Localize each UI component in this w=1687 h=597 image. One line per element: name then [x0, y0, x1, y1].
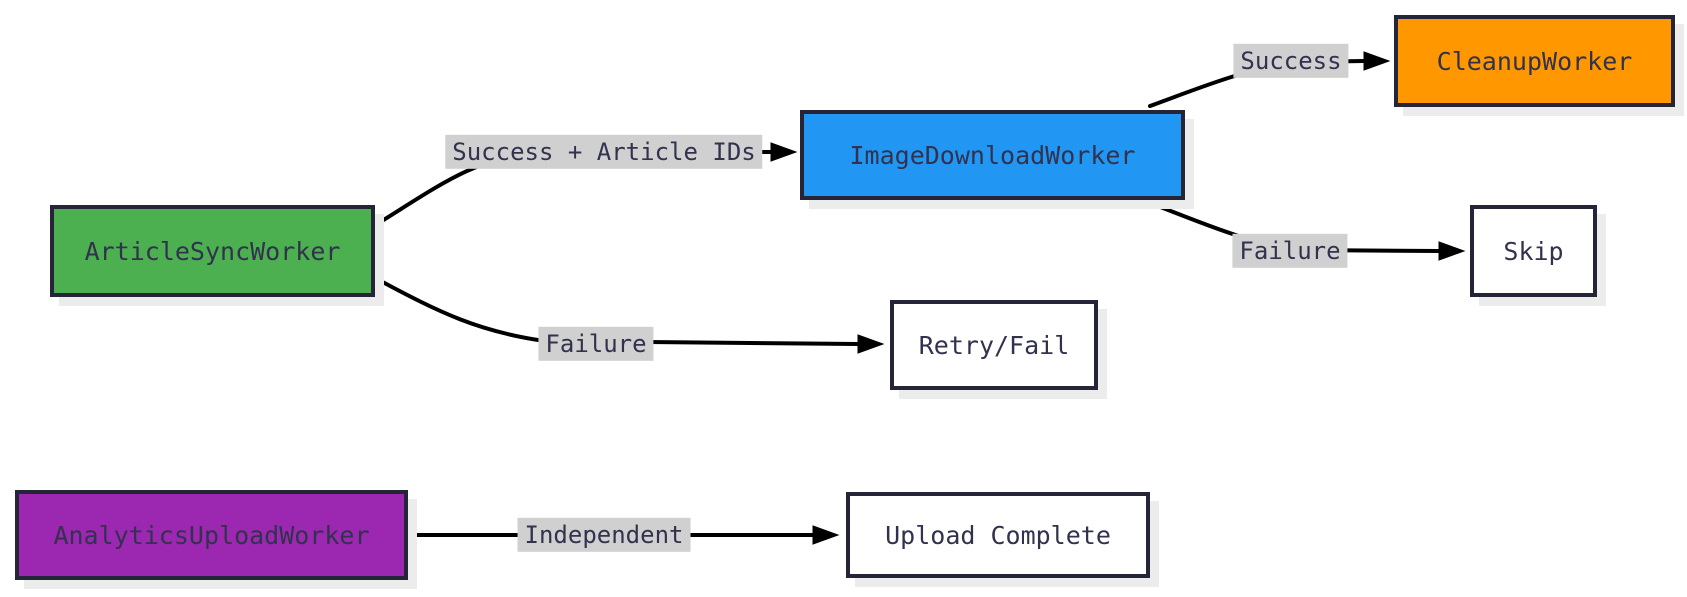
node-skip: Skip [1470, 205, 1597, 297]
edge-label-failure-articlesync: Failure [538, 326, 654, 362]
node-analyticsuploadworker: AnalyticsUploadWorker [15, 490, 408, 580]
edge-articlesync-to-retryfail [375, 277, 885, 354]
edge-label-independent: Independent [517, 517, 691, 553]
edge-label-success-article-ids: Success + Article IDs [445, 134, 763, 170]
node-retry-fail: Retry/Fail [890, 300, 1098, 390]
node-cleanupworker: CleanupWorker [1394, 15, 1675, 107]
node-upload-complete: Upload Complete [846, 492, 1150, 578]
node-articlesyncworker: ArticleSyncWorker [50, 205, 375, 297]
node-imagedownloadworker: ImageDownloadWorker [800, 110, 1185, 200]
edge-label-failure-imagedownload: Failure [1232, 233, 1348, 269]
edge-label-success: Success [1233, 43, 1349, 79]
